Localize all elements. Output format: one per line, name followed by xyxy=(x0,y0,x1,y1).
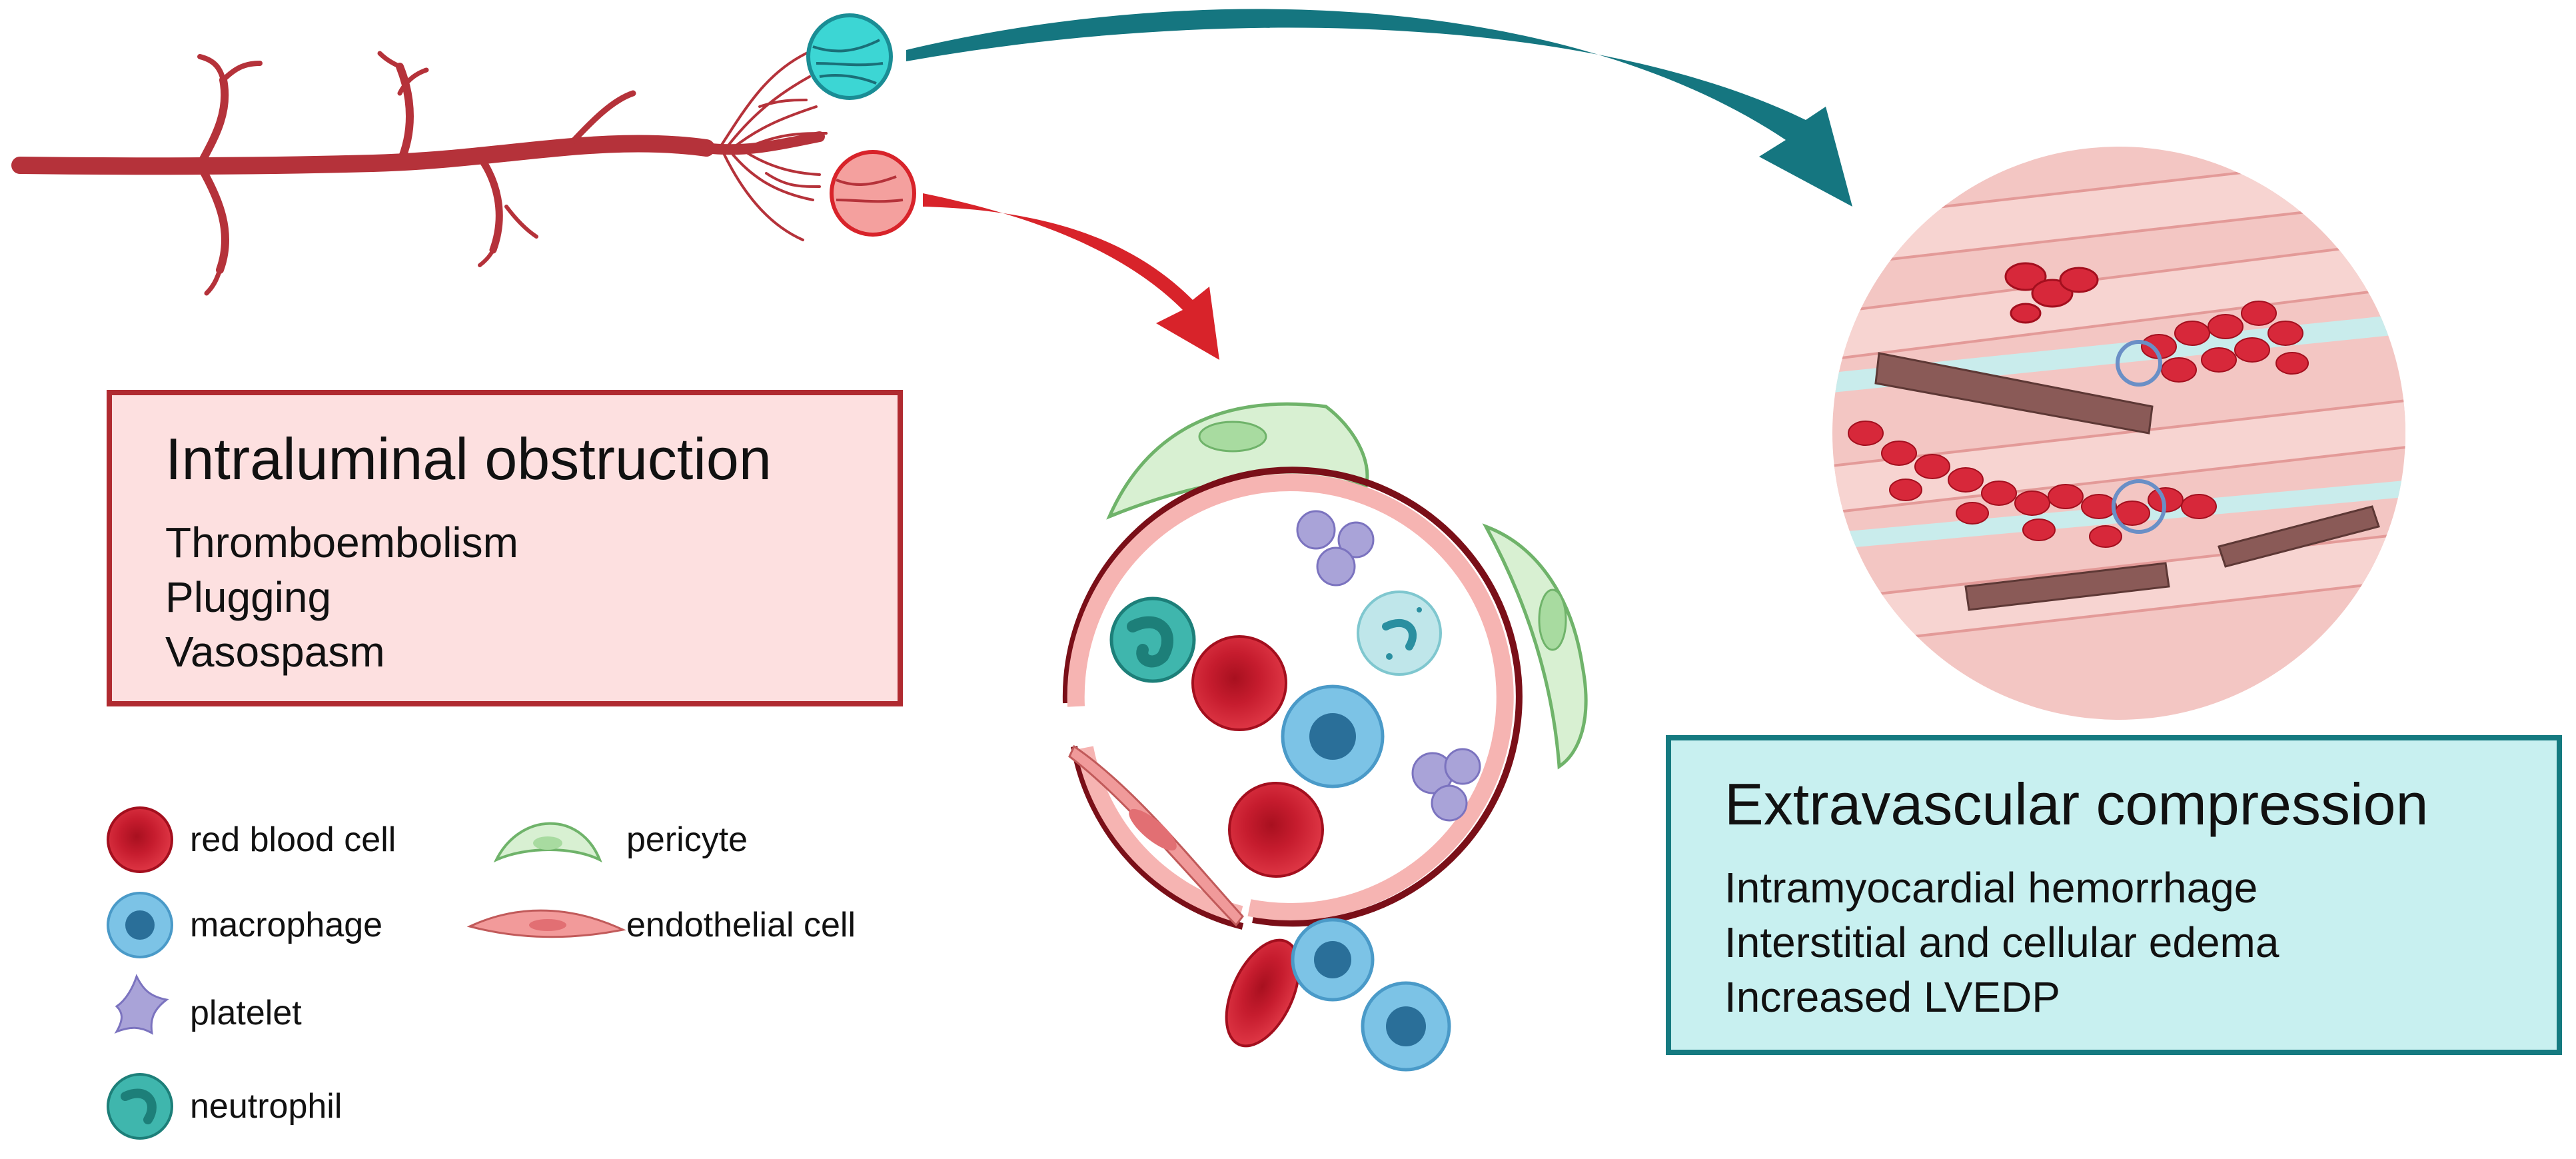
intraluminal-items: Thromboembolism Plugging Vasospasm xyxy=(165,515,518,679)
extravascular-items: Intramyocardial hemorrhage Interstitial … xyxy=(1724,860,2279,1024)
red-region-circle xyxy=(830,150,916,237)
intraluminal-obstruction-box: Intraluminal obstruction Thromboembolism… xyxy=(107,390,903,706)
legend-endothelial-icon xyxy=(466,909,626,938)
neutrophil-cell xyxy=(1357,590,1442,676)
extravascular-item: Increased LVEDP xyxy=(1724,973,2060,1021)
teal-region-circle xyxy=(806,13,893,100)
myocardial-tissue-circle xyxy=(1832,147,2405,720)
extravascular-title: Extravascular compression xyxy=(1724,771,2429,837)
legend-platelet-icon xyxy=(114,974,169,1035)
pericyte-cell xyxy=(1106,402,1369,520)
macrophage-cell xyxy=(1291,918,1375,1002)
arterial-tree xyxy=(11,51,828,296)
platelet-cluster xyxy=(1296,510,1481,822)
red-blood-cell xyxy=(1191,635,1287,731)
legend-rbc-icon xyxy=(107,806,173,873)
legend-label-pericyte: pericyte xyxy=(626,820,748,859)
extravascular-item: Interstitial and cellular edema xyxy=(1724,918,2279,966)
red-blood-cell xyxy=(1225,938,1301,1048)
neutrophil-cell xyxy=(1109,596,1196,683)
artery-segment xyxy=(701,131,825,155)
intraluminal-item: Plugging xyxy=(165,573,332,621)
legend-label-endothelial: endothelial cell xyxy=(626,906,856,944)
legend-label-platelet: platelet xyxy=(190,994,302,1032)
legend-pericyte-icon xyxy=(493,822,602,863)
legend-label-neutrophil: neutrophil xyxy=(190,1087,342,1126)
extravascular-item: Intramyocardial hemorrhage xyxy=(1724,864,2258,912)
artery-main-trunk xyxy=(11,135,715,175)
red-arrow xyxy=(923,193,1219,360)
pericyte-cell xyxy=(1482,523,1588,770)
legend-label-macrophage: macrophage xyxy=(190,906,383,944)
red-blood-cell xyxy=(1228,782,1324,878)
legend-icons xyxy=(107,806,626,1140)
capillary-cross-section xyxy=(1062,402,1588,1072)
legend-neutrophil-icon xyxy=(107,1073,173,1140)
legend-macrophage-icon xyxy=(107,892,173,958)
legend-label-rbc: red blood cell xyxy=(190,820,396,859)
intraluminal-title: Intraluminal obstruction xyxy=(165,426,772,492)
macrophage-cell xyxy=(1361,981,1451,1072)
intraluminal-item: Vasospasm xyxy=(165,628,385,676)
extravascular-compression-box: Extravascular compression Intramyocardia… xyxy=(1666,735,2562,1055)
teal-arrow xyxy=(906,9,1852,207)
intraluminal-item: Thromboembolism xyxy=(165,519,518,567)
macrophage-cell xyxy=(1281,684,1385,788)
